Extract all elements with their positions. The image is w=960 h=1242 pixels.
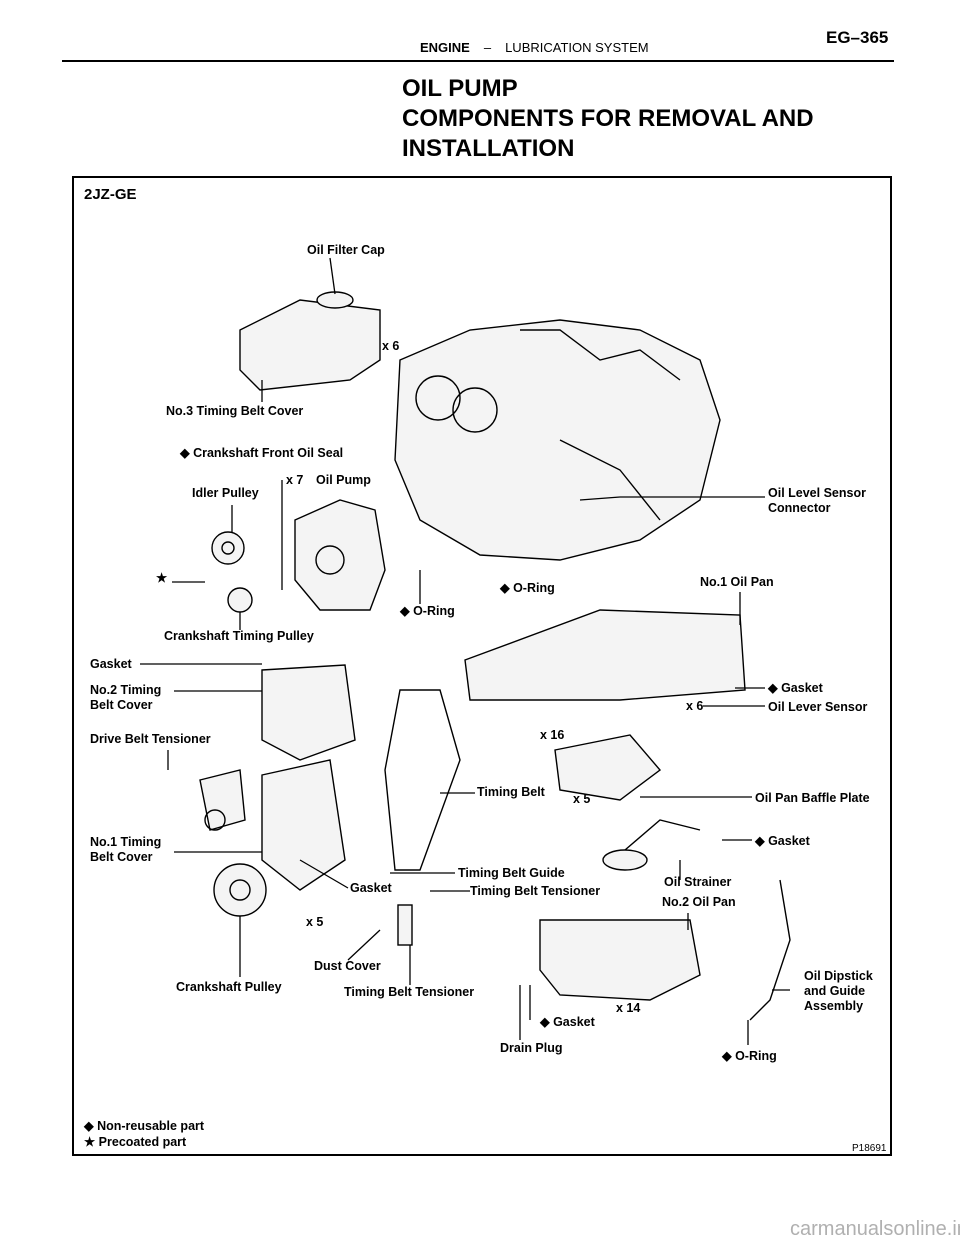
label-x16: x 16 (540, 728, 564, 742)
label-no2-timing-belt-cover-1: No.2 Timing (90, 683, 161, 697)
label-idler-pulley: Idler Pulley (192, 486, 259, 500)
label-o-ring-dipstick: ◆ O-Ring (721, 1049, 777, 1063)
label-drain-plug: Drain Plug (500, 1041, 563, 1055)
crankshaft-timing-pulley-illustration (227, 587, 253, 613)
label-oil-dipstick-2: and Guide (804, 984, 865, 998)
label-no2-oil-pan: No.2 Oil Pan (662, 895, 736, 909)
label-gasket-top: Gasket (90, 657, 133, 671)
oil-pump-illustration (294, 499, 386, 611)
engine-model-label: 2JZ-GE (84, 186, 137, 203)
label-oil-pan-baffle-plate: Oil Pan Baffle Plate (755, 791, 870, 805)
label-star-precoated: ★ (156, 571, 168, 585)
label-dust-cover: Dust Cover (314, 959, 381, 973)
page-number: EG–365 (826, 28, 889, 47)
figure-code: P18691 (852, 1143, 887, 1154)
timing-belt-illustration (384, 689, 461, 871)
label-oil-level-sensor-connector-1: Oil Level Sensor (768, 486, 866, 500)
baffle-plate-illustration (554, 734, 662, 801)
label-crankshaft-timing-pulley: Crankshaft Timing Pulley (164, 629, 314, 643)
title-line-1: OIL PUMP (402, 75, 518, 102)
label-gasket-mid: Gasket (350, 881, 393, 895)
label-no2-timing-belt-cover-2: Belt Cover (90, 698, 153, 712)
leader-lines (140, 257, 790, 1045)
timing-belt-tensioner-illustration (397, 904, 413, 946)
label-x6-pan: x 6 (686, 699, 703, 713)
label-no1-timing-belt-cover-2: Belt Cover (90, 850, 153, 864)
label-no1-oil-pan: No.1 Oil Pan (700, 575, 774, 589)
legend-non-reusable: ◆ Non-reusable part (83, 1119, 205, 1133)
label-gasket-drain: ◆ Gasket (539, 1015, 596, 1029)
label-timing-belt: Timing Belt (477, 785, 546, 799)
crankshaft-pulley-illustration (213, 863, 267, 917)
oil-strainer-illustration (602, 819, 701, 871)
label-no3-timing-belt-cover: No.3 Timing Belt Cover (166, 404, 303, 418)
header-separator: – (483, 40, 492, 55)
label-x6-top: x 6 (382, 339, 399, 353)
label-x5-mid: x 5 (573, 792, 590, 806)
label-o-ring-left: ◆ O-Ring (399, 604, 455, 618)
legend-precoated: ★ Precoated part (84, 1135, 187, 1149)
engine-block-illustration (394, 319, 721, 561)
label-gasket-strainer: ◆ Gasket (754, 834, 811, 848)
header-subsection: LUBRICATION SYSTEM (505, 40, 649, 55)
title-line-2: COMPONENTS FOR REMOVAL AND (402, 105, 814, 132)
label-crankshaft-pulley: Crankshaft Pulley (176, 980, 282, 994)
label-crankshaft-front-oil-seal: ◆ Crankshaft Front Oil Seal (179, 446, 343, 460)
label-oil-lever-sensor: Oil Lever Sensor (768, 700, 867, 714)
label-x5-low: x 5 (306, 915, 323, 929)
label-timing-belt-guide: Timing Belt Guide (458, 866, 565, 880)
no1-timing-belt-cover-illustration (261, 759, 346, 891)
label-x7: x 7 (286, 473, 303, 487)
label-no1-timing-belt-cover-1: No.1 Timing (90, 835, 161, 849)
label-oil-dipstick-3: Assembly (804, 999, 863, 1013)
header-rule (62, 60, 894, 62)
label-x14: x 14 (616, 1001, 640, 1015)
header-section: ENGINE (420, 40, 470, 55)
label-drive-belt-tensioner: Drive Belt Tensioner (90, 732, 211, 746)
watermark: carmanualsonline.info (790, 1218, 960, 1240)
no3-timing-belt-cover-illustration (239, 291, 381, 391)
label-timing-belt-tensioner-lower: Timing Belt Tensioner (344, 985, 474, 999)
label-o-ring-upper: ◆ O-Ring (499, 581, 555, 595)
drive-belt-tensioner-illustration (199, 769, 246, 831)
no1-oil-pan-illustration (464, 609, 746, 701)
idler-pulley-illustration (211, 531, 245, 565)
title-line-3: INSTALLATION (402, 135, 575, 162)
running-header: ENGINE–LUBRICATION SYSTEM (420, 40, 649, 55)
label-oil-dipstick-1: Oil Dipstick (804, 969, 873, 983)
no2-timing-belt-cover-illustration (261, 664, 356, 761)
no2-oil-pan-illustration (539, 919, 701, 1001)
label-oil-filter-cap: Oil Filter Cap (307, 243, 385, 257)
label-gasket-right: ◆ Gasket (767, 681, 824, 695)
label-oil-level-sensor-connector-2: Connector (768, 501, 831, 515)
page-title: OIL PUMP COMPONENTS FOR REMOVAL AND INST… (402, 74, 814, 164)
label-oil-strainer: Oil Strainer (664, 875, 732, 889)
diagram-frame (72, 176, 892, 1156)
label-timing-belt-tensioner-upper: Timing Belt Tensioner (470, 884, 600, 898)
label-oil-pump: Oil Pump (316, 473, 371, 487)
oil-dipstick-illustration (749, 879, 791, 1021)
